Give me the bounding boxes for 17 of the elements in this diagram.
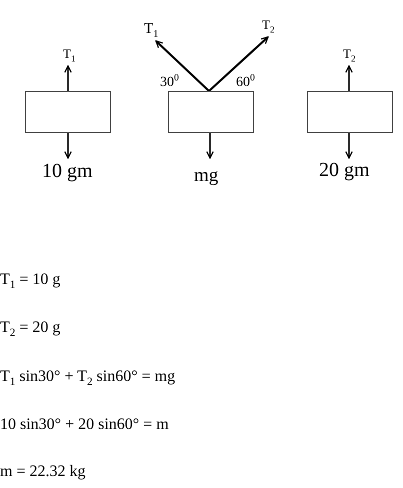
equation: T$_{1}$ sin30° + T$_{2}$ sin60° = mg	[0, 369, 176, 385]
angle-label: 30$^{0}$	[160, 76, 179, 90]
equation: 10 sin30° + 20 sin60° = m	[0, 417, 169, 433]
mass-label: 20 gm	[319, 160, 370, 180]
block-box	[307, 91, 393, 133]
force-label: T$_{1}$	[63, 47, 76, 60]
block-box	[168, 91, 254, 133]
force-label: T$_{2}$	[343, 47, 356, 60]
equation: m = 22.32 kg	[0, 464, 86, 480]
mass-label: 10 gm	[42, 161, 93, 181]
force-label: T$_{2}$	[262, 18, 274, 31]
force-label: T$_{1}$	[144, 22, 158, 37]
block-box	[25, 91, 111, 133]
equation: T$_{2}$ = 20 g	[0, 320, 60, 336]
angle-label: 60$^{0}$	[236, 76, 255, 90]
equation: T$_{1}$ = 10 g	[0, 272, 60, 288]
mass-label: mg	[194, 166, 218, 185]
